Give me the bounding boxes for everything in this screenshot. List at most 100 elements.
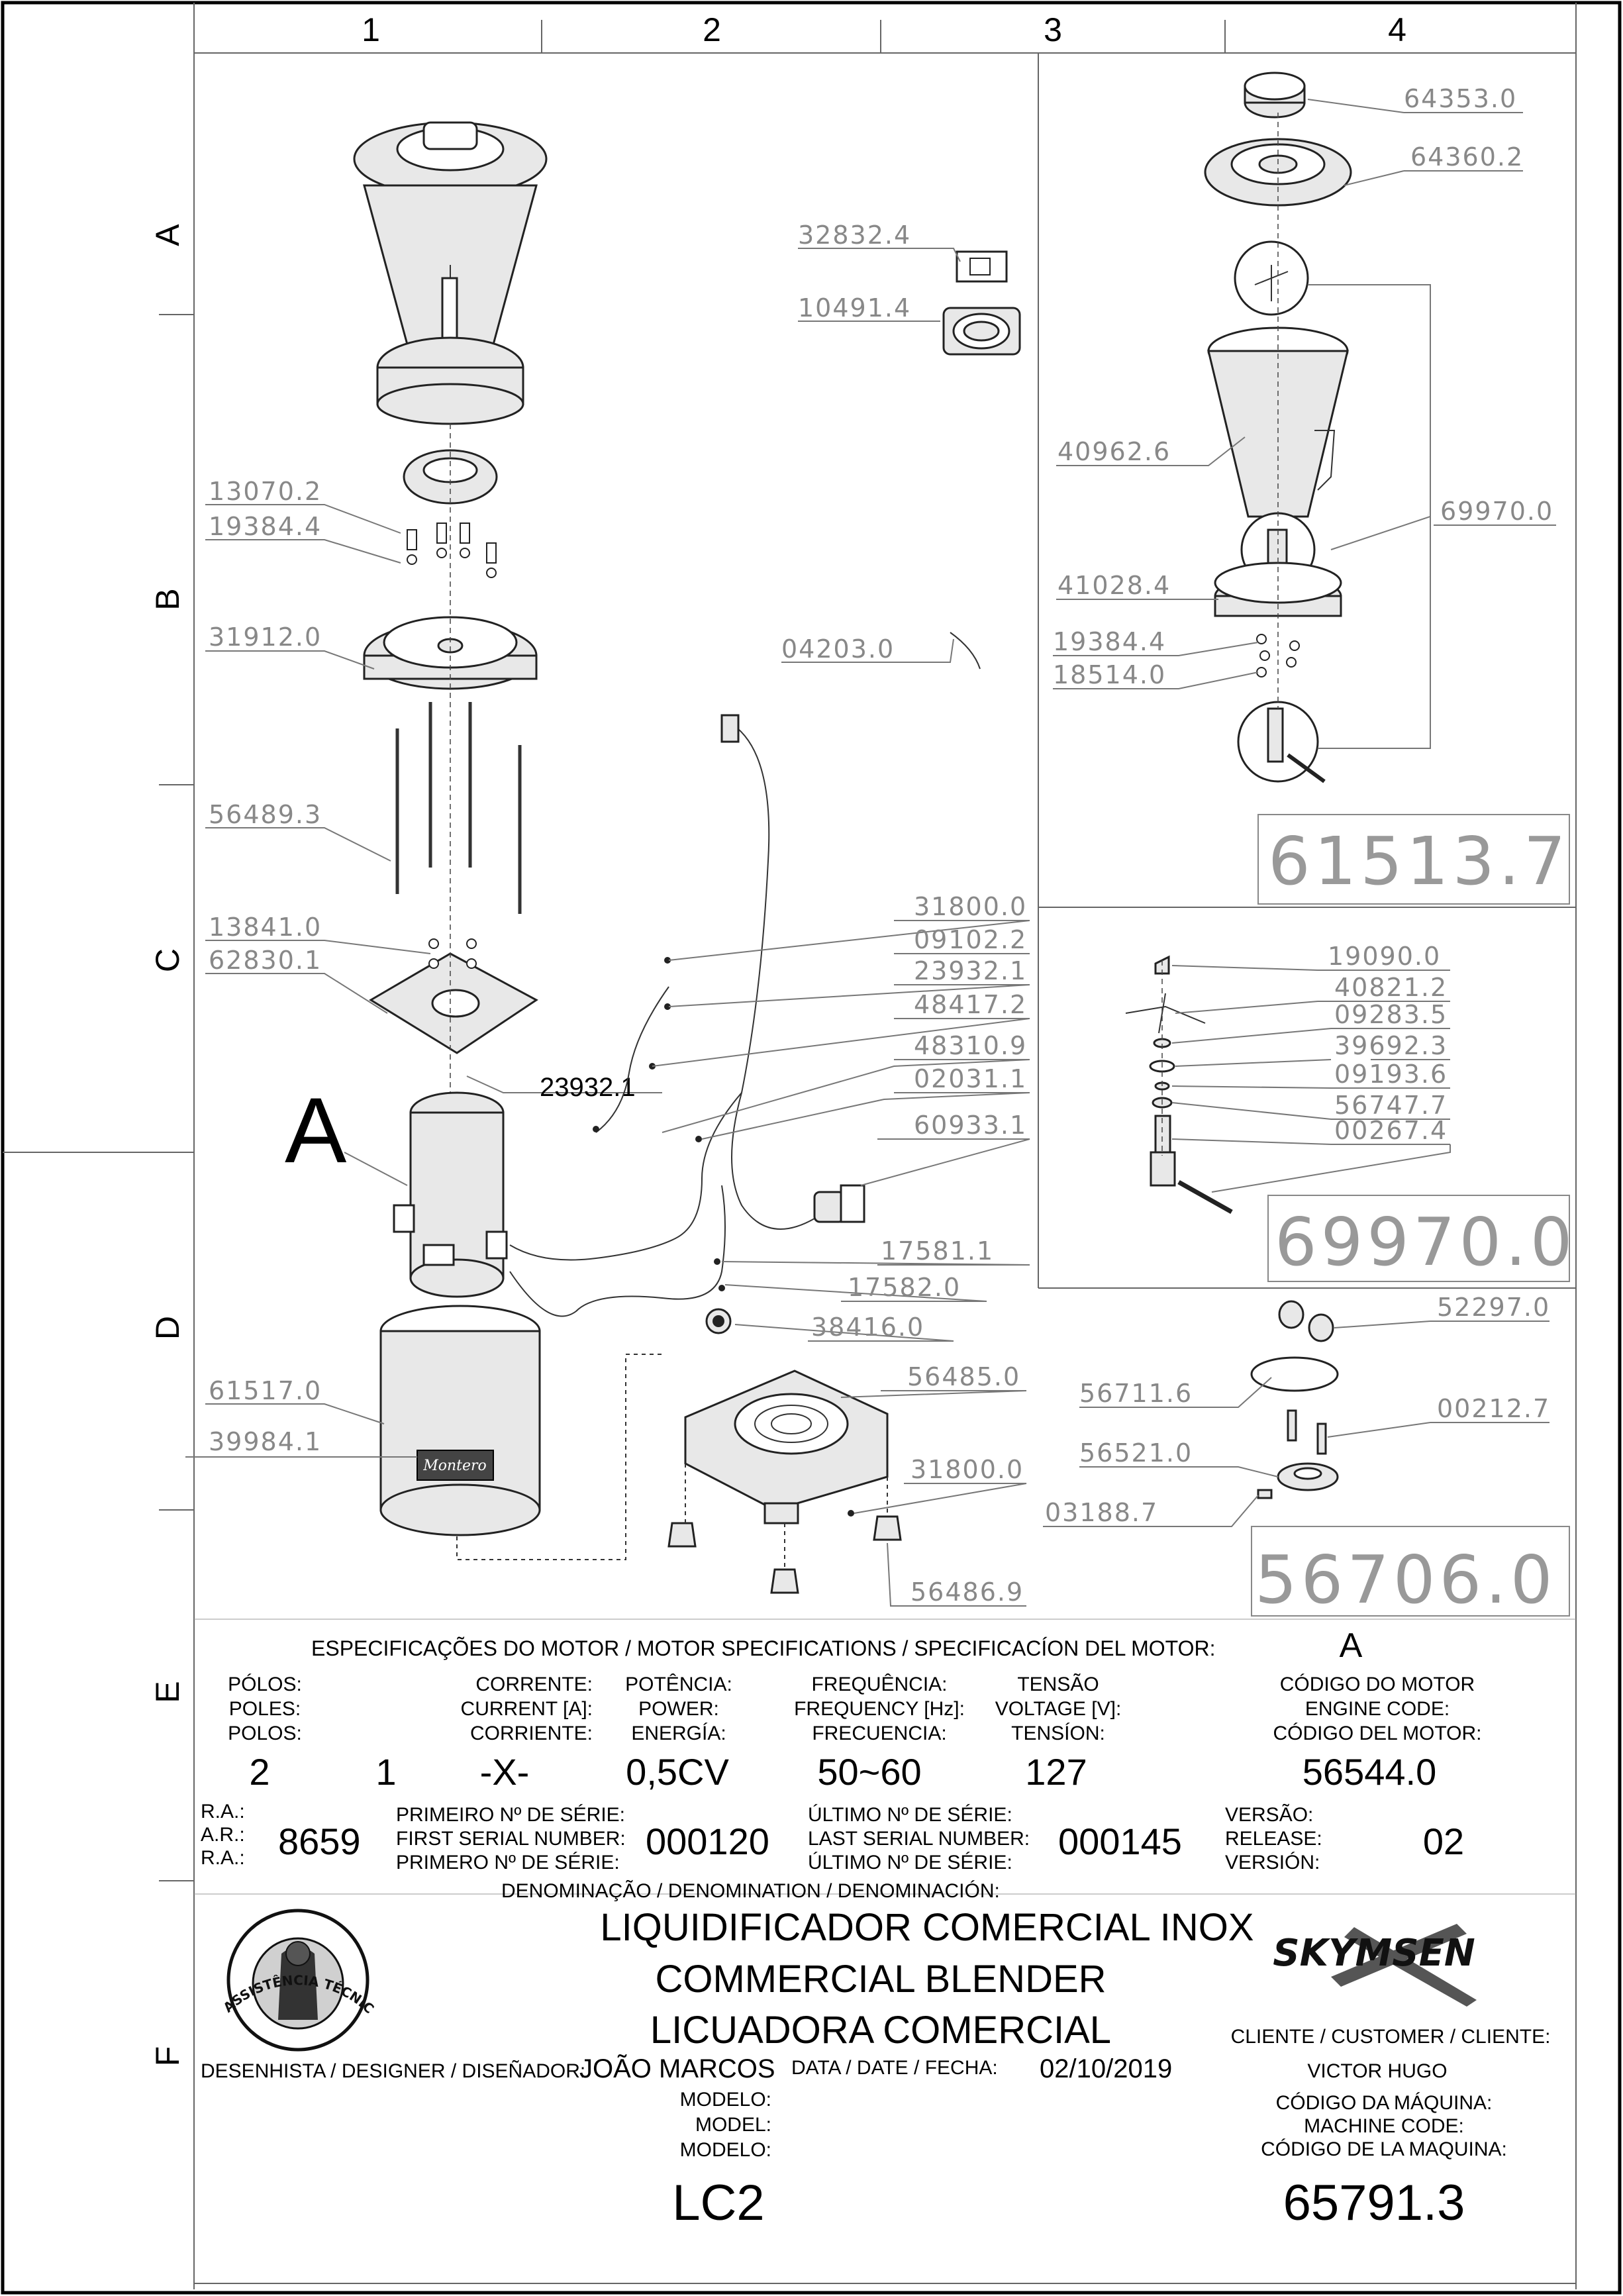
denomination-block: DENOMINAÇÃO / DENOMINATION / DENOMINACIÓ…	[501, 1879, 1254, 2052]
current-label-es: CORRIENTE:	[470, 1722, 593, 1744]
part-31912-0: 31912.0	[209, 623, 322, 652]
power-label-en: POWER:	[638, 1698, 719, 1720]
part-56485-0: 56485.0	[907, 1362, 1020, 1391]
ra-value: 8659	[278, 1821, 361, 1862]
part-17582-0: 17582.0	[848, 1273, 961, 1302]
cup-assembly-drawing	[1204, 72, 1431, 783]
voltage-label-pt: TENSÃO	[1017, 1673, 1099, 1695]
assembly-code-cup: 61513.7	[1268, 823, 1570, 900]
grid-col-2: 2	[703, 11, 721, 48]
grid-row-f: F	[149, 2046, 186, 2067]
part-56489-3: 56489.3	[209, 800, 322, 829]
client-block: CLIENTE / CUSTOMER / CLIENTE: VICTOR HUG…	[1231, 2026, 1551, 2231]
designer-date-block: DESENHISTA / DESIGNER / DISEÑADOR: JOÃO …	[201, 2054, 1172, 2083]
left-leaders	[185, 504, 662, 1458]
part-18514-0: 18514.0	[1053, 660, 1166, 689]
frequency-label-es: FRECUENCIA:	[812, 1722, 946, 1744]
svg-text:ASSISTÊNCIA TÉCNICA AUTORIZADA: ASSISTÊNCIA TÉCNICA AUTORIZADA	[0, 0, 377, 2017]
left-part-labels: 13070.2 19384.4 31912.0 56489.3 13841.0 …	[209, 477, 636, 1456]
grid-row-d: D	[149, 1316, 186, 1340]
denomination-en: COMMERCIAL BLENDER	[655, 1958, 1106, 2001]
grid-column-labels: 1 2 3 4	[362, 11, 1406, 48]
part-61517-0: 61517.0	[209, 1376, 322, 1405]
ra-label-2: A.R.:	[201, 1824, 245, 1846]
release-label-es: VERSIÓN:	[1225, 1852, 1320, 1873]
engine-code-value: 56544.0	[1303, 1751, 1436, 1793]
wiring-leaders	[652, 920, 1030, 1607]
denomination-label: DENOMINAÇÃO / DENOMINATION / DENOMINACIÓ…	[501, 1879, 1000, 1902]
client-label: CLIENTE / CUSTOMER / CLIENTE:	[1231, 2026, 1551, 2048]
voltage-value: 127	[1025, 1751, 1087, 1793]
designer-name: JOÃO MARCOS	[579, 2054, 775, 2083]
part-19384-4-cup: 19384.4	[1053, 627, 1166, 656]
authorized-service-seal: ASSISTÊNCIA TÉCNICA AUTORIZADA	[0, 0, 377, 2052]
part-02031-1: 02031.1	[914, 1064, 1027, 1093]
poles-label-pt: PÓLOS:	[228, 1673, 302, 1695]
part-13070-2: 13070.2	[209, 477, 322, 506]
part-32832-4: 32832.4	[798, 221, 911, 250]
grid-row-a: A	[149, 224, 186, 246]
part-69970-0: 69970.0	[1440, 497, 1553, 526]
machine-code-label-es: CÓDIGO DE LA MAQUINA:	[1261, 2138, 1507, 2160]
designer-label: DESENHISTA / DESIGNER / DISEÑADOR:	[201, 2060, 585, 2082]
model-label-pt: MODELO:	[680, 2089, 771, 2111]
wiring-part-labels: 31800.0 09102.2 23932.1 48417.2 48310.9 …	[811, 892, 1027, 1607]
release-label-en: RELEASE:	[1225, 1828, 1322, 1850]
part-00212-7: 00212.7	[1437, 1394, 1550, 1423]
last-serial-label-en: LAST SERIAL NUMBER:	[808, 1828, 1030, 1850]
last-serial-label-es: ÚLTIMO Nº DE SÉRIE:	[808, 1852, 1012, 1873]
part-00267-4: 00267.4	[1334, 1116, 1448, 1145]
part-41028-4: 41028.4	[1057, 571, 1171, 600]
part-19384-4: 19384.4	[209, 512, 322, 541]
assembly-code-base: 56706.0	[1255, 1541, 1557, 1619]
part-56747-7: 56747.7	[1334, 1091, 1448, 1120]
part-38416-0: 38416.0	[811, 1313, 924, 1342]
machine-code-value: 65791.3	[1283, 2175, 1465, 2231]
machine-code-label-en: MACHINE CODE:	[1304, 2115, 1464, 2137]
grid-row-labels: A B C D E F	[149, 224, 186, 2067]
denomination-es: LICUADORA COMERCIAL	[650, 2009, 1111, 2052]
center-small-parts: 32832.4 10491.4 04203.0	[781, 221, 1021, 670]
grid-col-4: 4	[1388, 11, 1406, 48]
base-assembly-drawing	[1250, 1300, 1339, 1499]
poles-value: 2	[249, 1751, 270, 1793]
part-19090-0: 19090.0	[1328, 942, 1441, 971]
part-48310-9: 48310.9	[914, 1031, 1027, 1060]
part-40962-6: 40962.6	[1057, 437, 1171, 466]
engine-label-en: ENGINE CODE:	[1305, 1698, 1450, 1720]
date-value: 02/10/2019	[1040, 2054, 1172, 2083]
cup-leaders	[1053, 99, 1556, 689]
serials-block: R.A.: A.R.: R.A.: 8659 PRIMEIRO Nº DE SÉ…	[201, 1801, 1464, 1873]
voltage-label-en: VOLTAGE [V]:	[995, 1698, 1122, 1720]
blade-leaders	[1171, 965, 1451, 1193]
last-serial-label-pt: ÚLTIMO Nº DE SÉRIE:	[808, 1804, 1012, 1826]
brand-name: SKYMSEN	[1273, 1932, 1475, 1975]
grid-col-3: 3	[1044, 11, 1062, 48]
part-56486-9: 56486.9	[910, 1577, 1024, 1607]
base-leaders	[1043, 1321, 1549, 1527]
part-40821-2: 40821.2	[1334, 973, 1448, 1002]
engine-label-es: CÓDIGO DEL MOTOR:	[1273, 1722, 1481, 1744]
date-label: DATA / DATE / FECHA:	[791, 2057, 998, 2079]
frequency-label-en: FREQUENCY [Hz]:	[794, 1698, 965, 1720]
power-label-pt: POTÊNCIA:	[625, 1673, 732, 1695]
engine-label-pt: CÓDIGO DO MOTOR	[1280, 1673, 1475, 1695]
part-39692-3: 39692.3	[1334, 1031, 1448, 1060]
base-part-labels: 52297.0 56711.6 00212.7 56521.0 03188.7	[1045, 1293, 1550, 1527]
cup-part-labels: 64353.0 64360.2 40962.6 69970.0 41028.4 …	[1053, 84, 1553, 689]
part-48417-2: 48417.2	[914, 990, 1027, 1019]
part-64353-0: 64353.0	[1404, 84, 1517, 113]
grid-row-b: B	[149, 588, 186, 610]
client-value: VICTOR HUGO	[1307, 2060, 1447, 2082]
first-serial-label-es: PRIMERO Nº DE SÉRIE:	[396, 1852, 620, 1873]
part-13841-0: 13841.0	[209, 913, 322, 942]
voltage-label-es: TENSÍON:	[1011, 1722, 1105, 1744]
power-label-es: ENERGÍA:	[631, 1722, 726, 1744]
part-60933-1: 60933.1	[914, 1111, 1027, 1140]
power-value: 0,5CV	[626, 1751, 729, 1793]
part-56521-0: 56521.0	[1079, 1438, 1193, 1468]
motor-letter: A	[1340, 1626, 1363, 1665]
skymsen-logo: SKYMSEN	[1273, 1924, 1477, 2007]
frequency-label-pt: FREQUÊNCIA:	[811, 1673, 947, 1695]
